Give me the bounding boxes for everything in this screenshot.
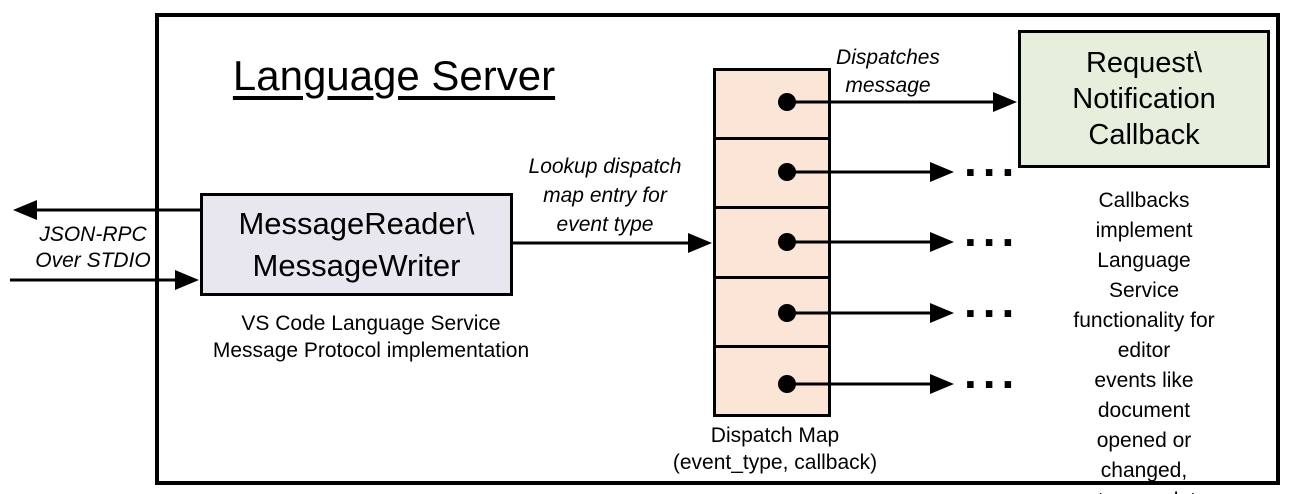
dispatch-map-cell (716, 344, 828, 414)
callbacks-note: Callbacks implement Language Service fun… (1073, 189, 1215, 494)
dispatch-map-caption: Dispatch Map (event_type, callback) (672, 424, 878, 474)
message-reader-writer-label: MessageReader\ MessageWriter (238, 205, 475, 283)
dispatch-map-box (713, 68, 831, 417)
request-notification-callback-box: Request\ Notification Callback (1018, 30, 1270, 168)
message-box-caption: VS Code Language Service Message Protoco… (212, 312, 530, 362)
language-server-outer-box (155, 13, 1280, 485)
message-reader-writer-box: MessageReader\ MessageWriter (200, 193, 513, 296)
ellipsis-5: ... (964, 346, 1021, 398)
ellipsis-3: ... (964, 204, 1021, 256)
dispatches-message-label: Dispatches message (836, 46, 940, 97)
diagram-title: Language Server (232, 52, 556, 99)
dispatch-map-cell (716, 275, 828, 345)
dispatch-map-cell (716, 71, 828, 137)
lookup-dispatch-label: Lookup dispatch map entry for event type (528, 155, 682, 236)
ellipsis-4: ... (964, 275, 1021, 327)
ellipsis-2: ... (964, 134, 1021, 186)
dispatch-map-cell (716, 137, 828, 206)
json-rpc-stdio-label: JSON-RPC Over STDIO (35, 223, 151, 272)
request-notification-callback-label: Request\ Notification Callback (1072, 47, 1216, 151)
dispatch-map-cell (716, 206, 828, 275)
